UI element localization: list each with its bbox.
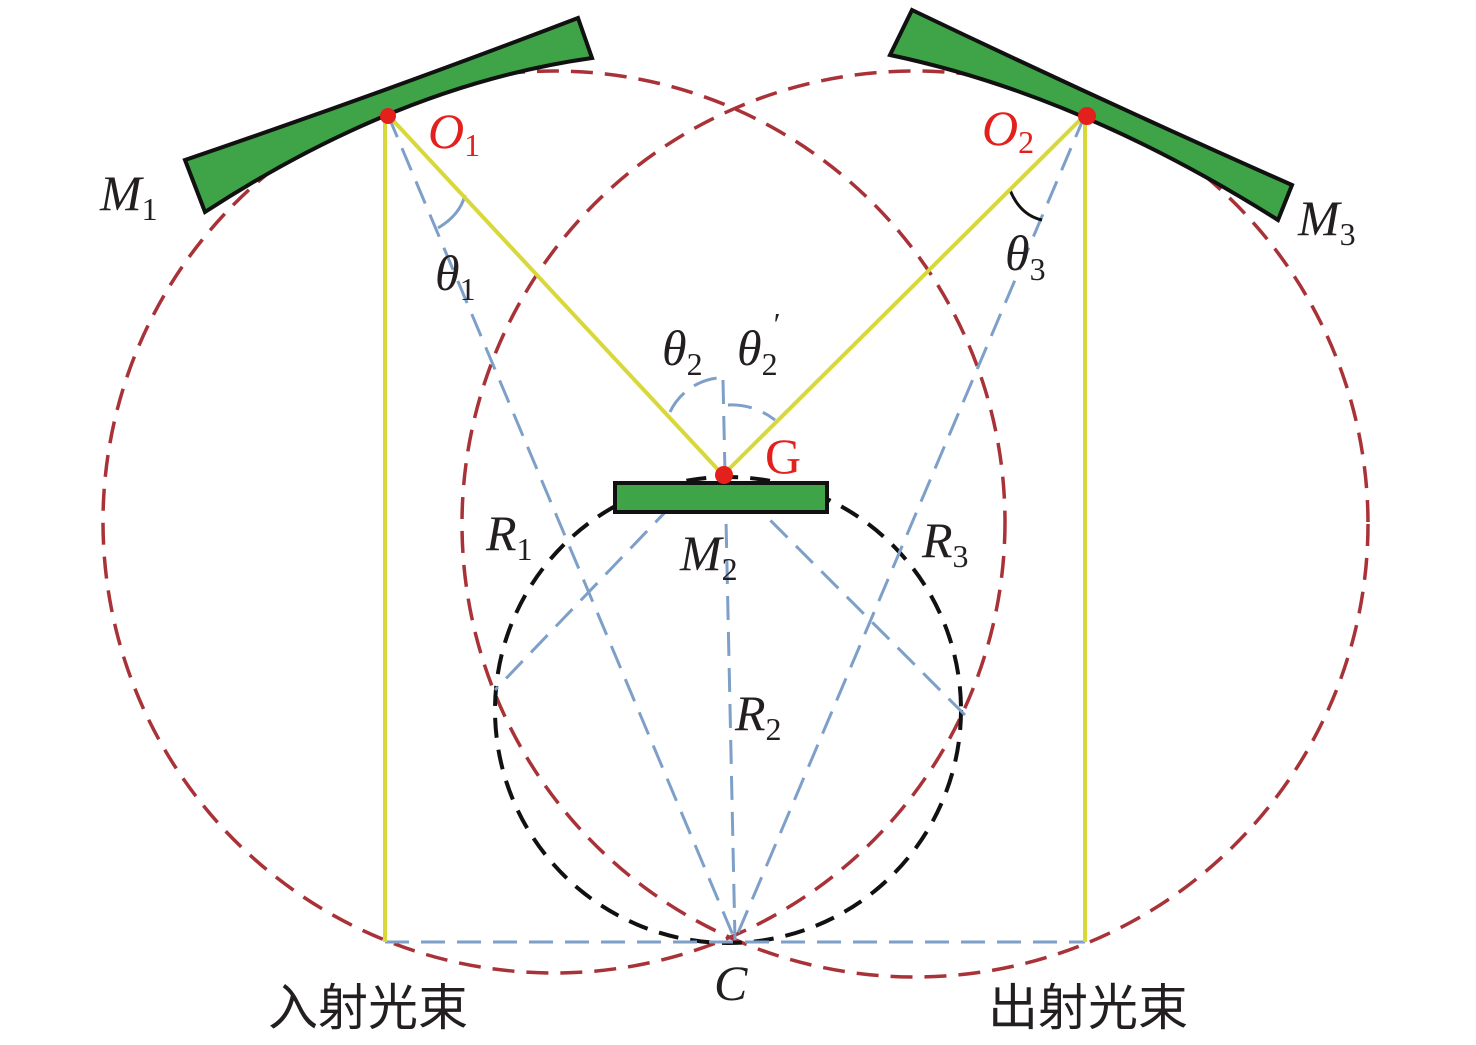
beam-g-to-o2 — [721, 113, 1087, 477]
label-m1: M1 — [99, 165, 158, 227]
label-r2: R2 — [734, 685, 782, 747]
radius-r1-line — [386, 114, 737, 941]
label-exit-beam: 出射光束 — [988, 979, 1188, 1037]
theta1-arc — [437, 194, 467, 230]
small-radius-left — [493, 503, 674, 692]
label-theta1: θ1 — [435, 245, 476, 307]
large-circle-left — [101, 69, 1007, 975]
theta2-arc — [668, 376, 719, 413]
radius-r3-line — [733, 114, 1087, 941]
mirror-m1 — [182, 15, 595, 216]
label-theta2-prime: θ2′ — [737, 306, 781, 382]
label-c: C — [714, 955, 748, 1011]
point-o2 — [1078, 107, 1096, 125]
large-circle-right — [460, 69, 1370, 979]
point-o1 — [380, 108, 396, 124]
label-o2: O2 — [982, 100, 1034, 160]
label-o1: O1 — [428, 103, 480, 163]
light-beams — [383, 113, 1087, 942]
small-radius-right — [743, 493, 967, 717]
mirror-m2 — [613, 481, 829, 514]
label-incident-beam: 入射光束 — [268, 979, 468, 1037]
theta3-arc — [1008, 189, 1043, 222]
point-g — [715, 466, 733, 484]
label-m2: M2 — [679, 525, 738, 587]
label-theta3: θ3 — [1005, 225, 1046, 287]
label-g: G — [765, 428, 801, 484]
beam-o1-to-g — [386, 113, 725, 477]
theta2-prime-arc — [727, 403, 776, 422]
label-m3: M3 — [1297, 190, 1356, 252]
label-r3: R3 — [921, 512, 969, 574]
label-theta2: θ2 — [662, 320, 703, 382]
label-r1: R1 — [485, 505, 533, 567]
